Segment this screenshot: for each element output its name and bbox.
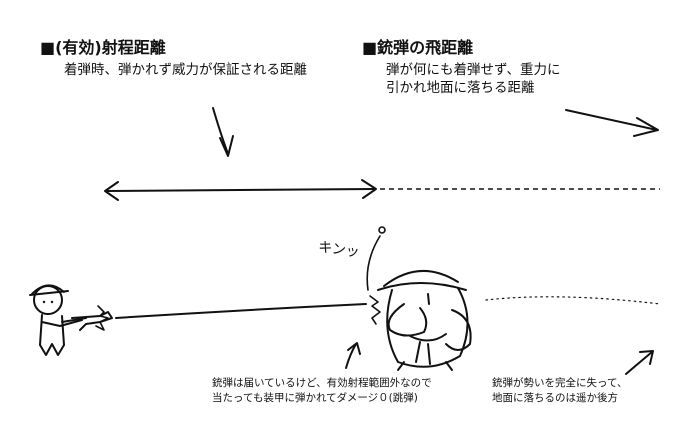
effective-range-heading: ■(有効)射程距離: [40, 38, 166, 57]
flight-range-pointer-arrow: [565, 109, 659, 137]
ricochet-note-arrow: [345, 342, 361, 369]
fall-note: 銃弾が勢いを完全に失って、 地面に落ちるのは遥か後方: [492, 376, 627, 406]
ricochet-note-line-2: 当たっても装甲に弾かれてダメージ０(跳弾): [212, 392, 418, 405]
effective-range-description: 着弾時、弾かれず威力が保証される距離: [64, 62, 307, 78]
flight-range-heading: ■銃弾の飛距離: [362, 38, 474, 57]
fall-note-arrow: [625, 350, 654, 375]
bullet-trajectory-line: [115, 303, 367, 319]
ricochet-path: [366, 226, 386, 291]
effective-range-pointer-arrow: [212, 107, 234, 157]
flight-range-description-line-2: 引かれ地面に落ちる距離: [386, 80, 535, 96]
falling-bullet-trajectory: [485, 296, 661, 305]
fall-note-line-1: 銃弾が勢いを完全に失って、: [492, 377, 628, 389]
shooter-figure: [29, 284, 87, 356]
armored-duck-figure: [377, 270, 472, 371]
flight-range-description-line-1: 弾が何にも着弾せず、重力に: [386, 62, 561, 78]
muzzle-flash-icon: [95, 305, 109, 331]
ricochet-note: 銃弾は届いているけど、有効射程範囲外なので 当たっても装甲に弾かれてダメージ０(…: [212, 376, 432, 406]
impact-star-icon: [369, 295, 381, 325]
ricochet-note-line-1: 銃弾は届いているけど、有効射程範囲外なので: [212, 377, 432, 389]
effective-range-arrow: [104, 179, 377, 201]
fall-note-line-2: 地面に落ちるのは遥か後方: [492, 392, 618, 405]
